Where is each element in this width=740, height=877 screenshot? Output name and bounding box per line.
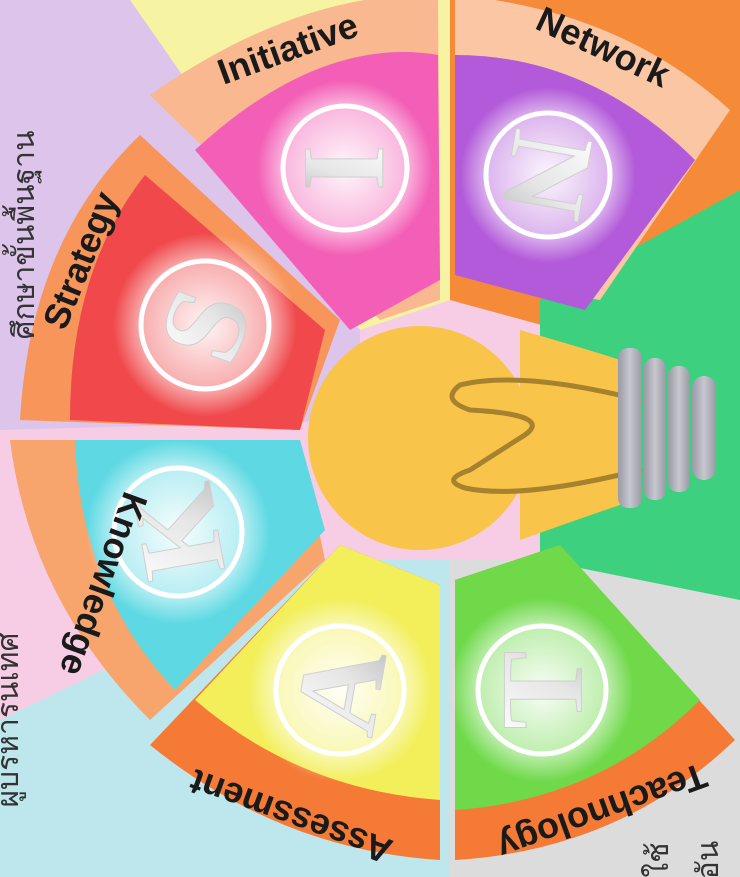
knowledge-letter-ring	[111, 465, 245, 599]
assessment-letter-ring	[273, 623, 407, 757]
thai-label-an: อัน	[691, 841, 726, 877]
segment-initiative: I Initiative	[150, 0, 440, 330]
thai-label-supervisor: ผู้บริหารนิเทศ	[0, 632, 26, 807]
segment-knowledge: K Knowledge	[10, 440, 325, 720]
bulb-glass	[308, 326, 532, 550]
bulb-neck	[520, 330, 620, 540]
bulb-cap-ring-2	[644, 358, 666, 500]
segment-strategy: S Strategy	[20, 135, 340, 430]
initiative-letter: I	[280, 145, 411, 191]
initiative-letter-ring	[280, 103, 410, 233]
bulb-cap-ring-1	[618, 348, 642, 508]
teachnology-letter: T	[477, 651, 608, 730]
teachnology-letter-ring	[475, 623, 609, 757]
bulb-cap-ring-4	[692, 376, 716, 480]
segment-teachnology: T Teachnology	[450, 545, 735, 869]
thai-label-use: ใช้	[641, 842, 676, 877]
network-letter-ring	[483, 110, 613, 240]
bulb-filament	[449, 377, 643, 494]
light-bulb-icon	[308, 326, 716, 550]
bulb-cap-ring-3	[668, 366, 690, 492]
strategy-letter-ring	[138, 258, 272, 392]
thai-label-basic-education: ศึกษาขั้นพื้นฐาน	[2, 130, 42, 339]
assessment-letter: A	[268, 637, 412, 744]
